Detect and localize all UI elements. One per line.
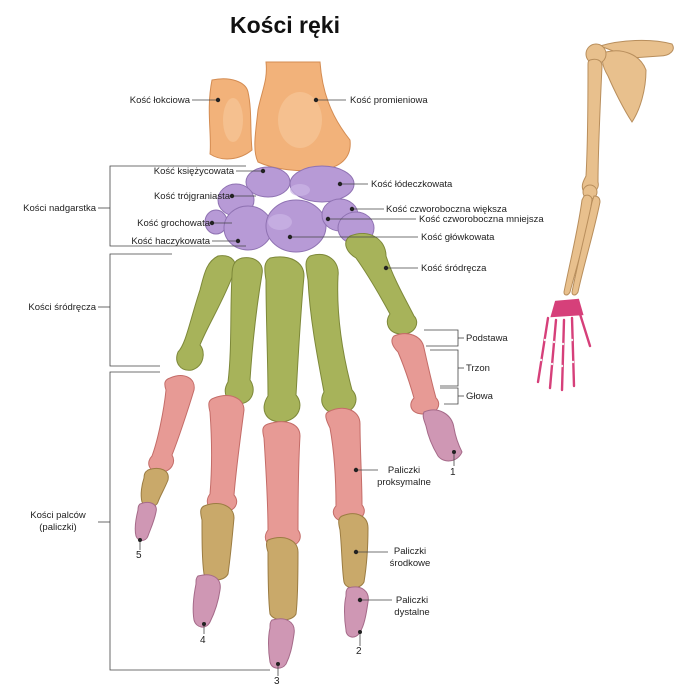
label-carpals-group: Kości nadgarstka — [0, 203, 96, 215]
label-proximal-phalanges: Paliczki proksymalne — [372, 465, 436, 489]
label-middle-line2: środkowe — [382, 558, 438, 570]
label-radius: Kość promieniowa — [350, 95, 428, 107]
label-metacarpal: Kość śródręcza — [421, 263, 486, 275]
label-middle-line1: Paliczki — [382, 546, 438, 558]
label-distal-line2: dystalne — [384, 607, 440, 619]
label-hamate: Kość haczykowata — [90, 236, 210, 248]
label-distal-line1: Paliczki — [384, 595, 440, 607]
finger-number-3: 3 — [274, 676, 280, 687]
label-pisiform: Kość grochowata — [90, 218, 210, 230]
label-phalanges-group-line1: Kości palców — [20, 510, 96, 522]
label-metacarpals-group: Kości śródręcza — [0, 302, 96, 314]
label-proximal-line1: Paliczki — [372, 465, 436, 477]
finger-number-2: 2 — [356, 646, 362, 657]
finger-number-4: 4 — [200, 635, 206, 646]
arm-skeleton-inset — [538, 40, 673, 390]
metacarpal-bones — [177, 233, 417, 422]
label-distal-phalanges: Paliczki dystalne — [384, 595, 440, 619]
label-trapezoid: Kość czworoboczna mniejsza — [419, 214, 544, 226]
label-scaphoid: Kość łódeczkowata — [371, 179, 452, 191]
label-triquetrum: Kość trójgraniasta — [100, 191, 230, 203]
label-middle-phalanges: Paliczki środkowe — [382, 546, 438, 570]
label-phalanges-group-line2: (paliczki) — [20, 522, 96, 534]
label-proximal-line2: proksymalne — [372, 477, 436, 489]
hamate-bone — [224, 206, 272, 250]
middle-phalanges — [141, 468, 368, 620]
ulna-bone — [209, 79, 252, 159]
lunate-bone — [246, 167, 290, 197]
finger-number-5: 5 — [136, 550, 142, 561]
label-shaft: Trzon — [466, 363, 490, 375]
radius-bone — [255, 62, 350, 171]
label-base: Podstawa — [466, 333, 508, 345]
label-lunate: Kość księżycowata — [100, 166, 234, 178]
label-head: Głowa — [466, 391, 493, 403]
label-ulna: Kość łokciowa — [60, 95, 190, 107]
finger-number-1: 1 — [450, 467, 456, 478]
label-phalanges-group: Kości palców (paliczki) — [20, 510, 96, 534]
label-capitate: Kość główkowata — [421, 232, 494, 244]
